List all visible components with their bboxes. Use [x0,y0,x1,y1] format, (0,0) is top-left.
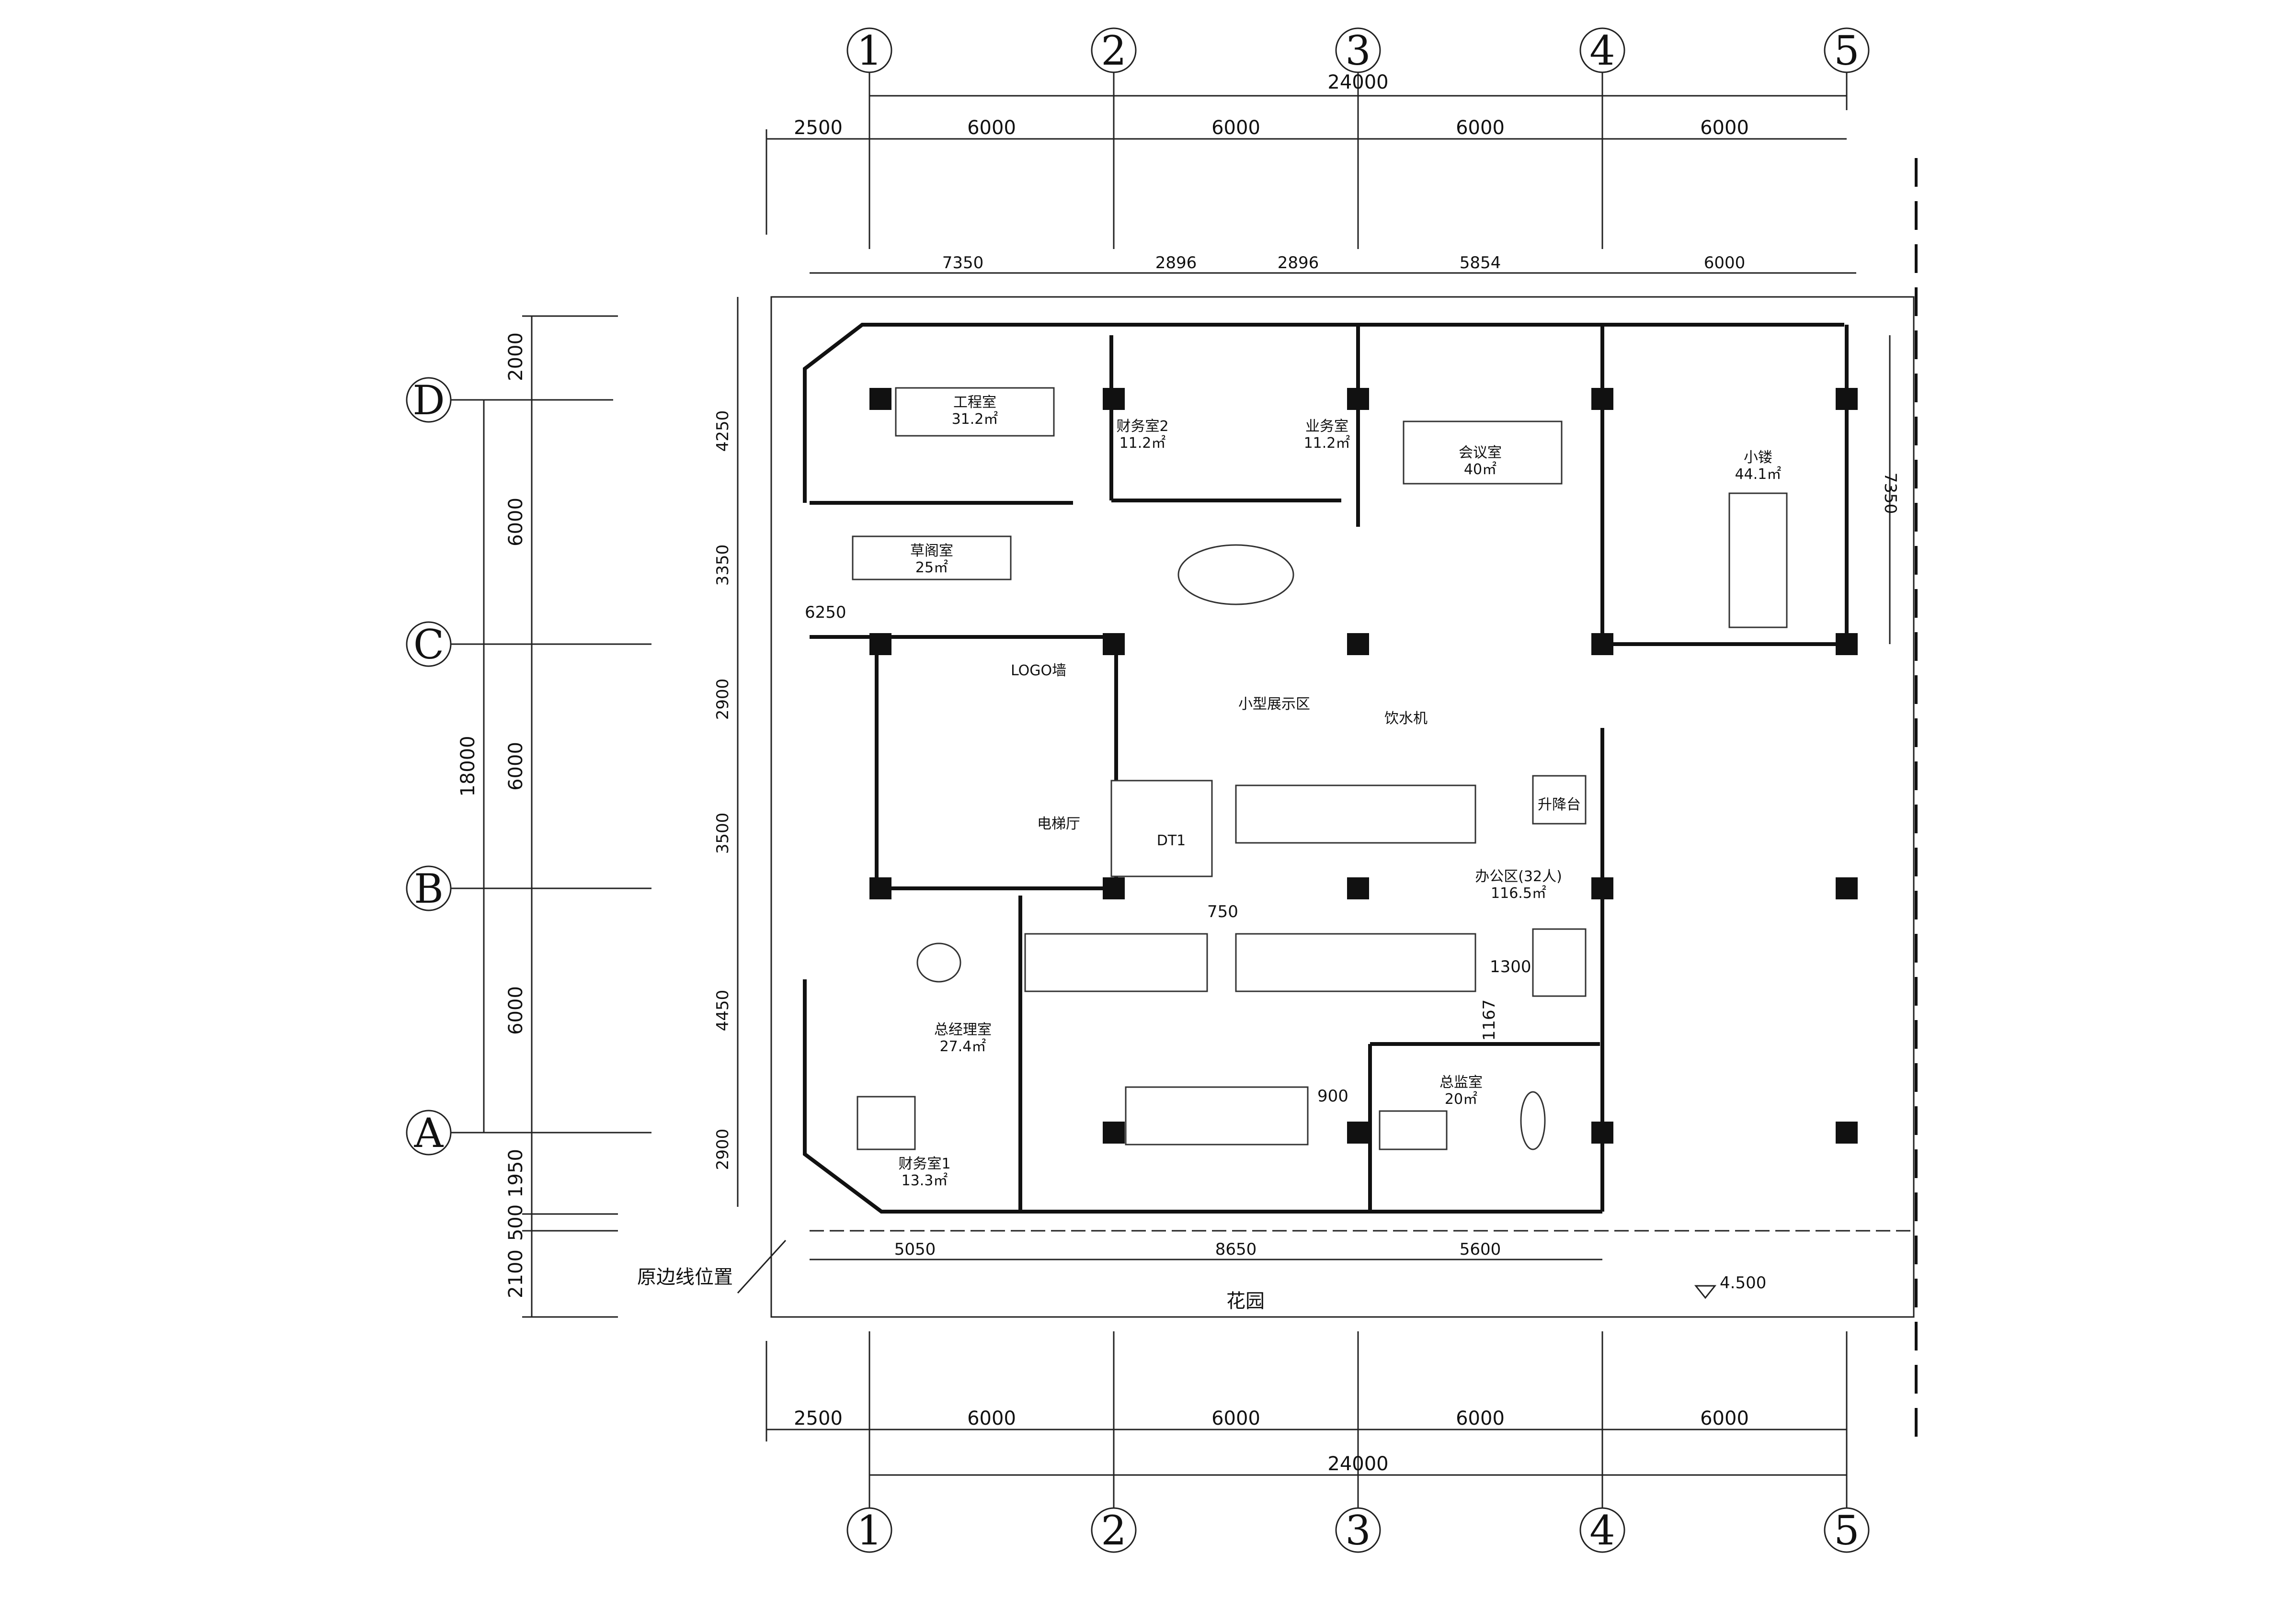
dim-right-inner: 7350 [1881,473,1900,514]
dim-bottom-seg-5: 6000 [1700,1407,1749,1430]
room-area-director: 20㎡ [1445,1091,1477,1108]
dim-misc-1300: 1300 [1490,957,1531,976]
dim-left-3: 6000 [505,742,527,791]
room-name-finance-1: 财务室1 [898,1156,950,1172]
dim-left-inner-3: 2900 [713,679,732,720]
dim-inner-top-1: 7350 [942,253,984,272]
dim-misc-1167: 1167 [1480,999,1499,1041]
top-dimension-lines [765,95,1856,274]
dim-bottom-inner-1: 5050 [894,1240,936,1259]
dim-left-inner-2: 3350 [713,545,732,586]
dim-left-inner-1: 4250 [713,410,732,452]
dim-left-6: 500 [505,1204,527,1241]
level-label: 4.500 [1720,1273,1766,1293]
dim-misc-900: 900 [1317,1087,1348,1106]
building-outline [770,158,1918,1441]
room-area-engineering: 31.2㎡ [952,411,998,428]
axis-label-1: 1 [857,27,882,74]
axis-label-2: 2 [1101,27,1126,74]
room-name-director: 总监室 [1439,1074,1483,1091]
room-name-gm-office: 总经理室 [934,1021,992,1038]
dim-top-seg-1: 2500 [794,117,843,139]
room-name-drafting: 草阁室 [910,543,953,559]
showcase-label: 小型展示区 [1238,696,1310,713]
dim-bottom-total: 24000 [1327,1453,1388,1475]
garden-label: 花园 [1226,1290,1265,1312]
dim-top-seg-4: 6000 [1456,117,1505,139]
row-axis-left: D C B A [406,377,452,1157]
left-dimension-lines [483,297,739,1318]
dim-top-seg-5: 6000 [1700,117,1749,139]
axis-label-B: B [414,865,444,912]
room-name-finance-2: 财务室2 [1116,418,1168,435]
room-name-meeting: 会议室 [1459,444,1502,461]
lift-label: DT1 [1157,832,1186,849]
level-marker-icon [1694,1285,1717,1299]
dim-inner-top-3: 2896 [1278,253,1319,272]
dim-left-inner-4: 3500 [713,813,732,854]
axis-label-A: A [414,1110,444,1157]
dim-inner-top-5: 6000 [1704,253,1746,272]
room-area-drafting: 25㎡ [915,559,948,576]
room-area-finance-2: 11.2㎡ [1119,435,1166,452]
room-labels: 工程室 31.2㎡ 财务室2 11.2㎡ 业务室 11.2㎡ 会议室 40㎡ 小… [898,394,1781,1189]
dim-bottom-seg-2: 6000 [967,1407,1016,1430]
axis-label-3-bottom: 3 [1345,1507,1371,1554]
structural-columns [869,388,1858,1144]
room-area-open-office: 116.5㎡ [1491,885,1546,902]
room-area-gm-office: 27.4㎡ [940,1038,986,1055]
dim-inner-top-2: 2896 [1155,253,1197,272]
dim-bottom-inner-2: 8650 [1215,1240,1257,1259]
dim-left-inner-6: 2900 [713,1129,732,1170]
column-axis-top: 1 2 3 4 5 [846,27,1870,74]
room-area-finance-1: 13.3㎡ [902,1172,948,1189]
furniture [852,387,1788,1150]
axis-label-C: C [413,621,444,668]
axis-label-2-bottom: 2 [1101,1507,1126,1554]
dim-bottom-seg-3: 6000 [1211,1407,1260,1430]
dim-left-5: 1950 [505,1149,527,1198]
axis-label-5: 5 [1834,27,1859,74]
dim-inner-top-4: 5854 [1460,253,1501,272]
dim-left-4: 6000 [505,986,527,1035]
desk-label: 升降台 [1538,796,1581,813]
room-name-lounge: 小镂 [1744,449,1772,466]
axis-label-4-bottom: 4 [1589,1507,1615,1554]
dim-bottom-seg-1: 2500 [794,1407,843,1430]
dim-top-seg-2: 6000 [967,117,1016,139]
axis-label-D: D [412,377,445,424]
room-name-engineering: 工程室 [953,394,996,411]
room-name-elevator-hall: 电梯厅 [1037,816,1080,832]
water-dispenser-label: 饮水机 [1384,710,1428,727]
boundary-label: 原边线位置 [637,1266,733,1288]
boundary-leader [737,1239,787,1294]
dim-left-inner-5: 4450 [713,990,732,1032]
column-axis-bottom: 1 2 3 4 5 [846,1507,1870,1554]
dim-left-1: 2000 [505,332,527,381]
dim-left-2: 6000 [505,498,527,546]
room-name-open-office: 办公区(32人) [1475,868,1562,885]
room-area-business: 11.2㎡ [1304,435,1350,452]
bottom-dimension-lines [765,1259,1847,1476]
dim-left-total: 18000 [457,736,479,796]
dim-top-seg-3: 6000 [1211,117,1260,139]
dim-misc-750: 750 [1207,902,1238,921]
dim-bottom-seg-4: 6000 [1456,1407,1505,1430]
walls [803,323,1849,1214]
room-name-business: 业务室 [1305,418,1348,435]
dim-top-total: 24000 [1327,71,1388,93]
dim-misc-6250: 6250 [805,603,846,622]
axis-label-1-bottom: 1 [857,1507,882,1554]
axis-label-3: 3 [1345,27,1371,74]
room-area-lounge: 44.1㎡ [1735,466,1782,483]
dim-bottom-inner-3: 5600 [1460,1240,1501,1259]
dim-left-7: 2100 [505,1249,527,1298]
axis-label-5-bottom: 5 [1834,1507,1859,1554]
axis-label-4: 4 [1589,27,1615,74]
room-area-meeting: 40㎡ [1464,461,1496,478]
logo-wall-label: LOGO墙 [1011,662,1066,679]
